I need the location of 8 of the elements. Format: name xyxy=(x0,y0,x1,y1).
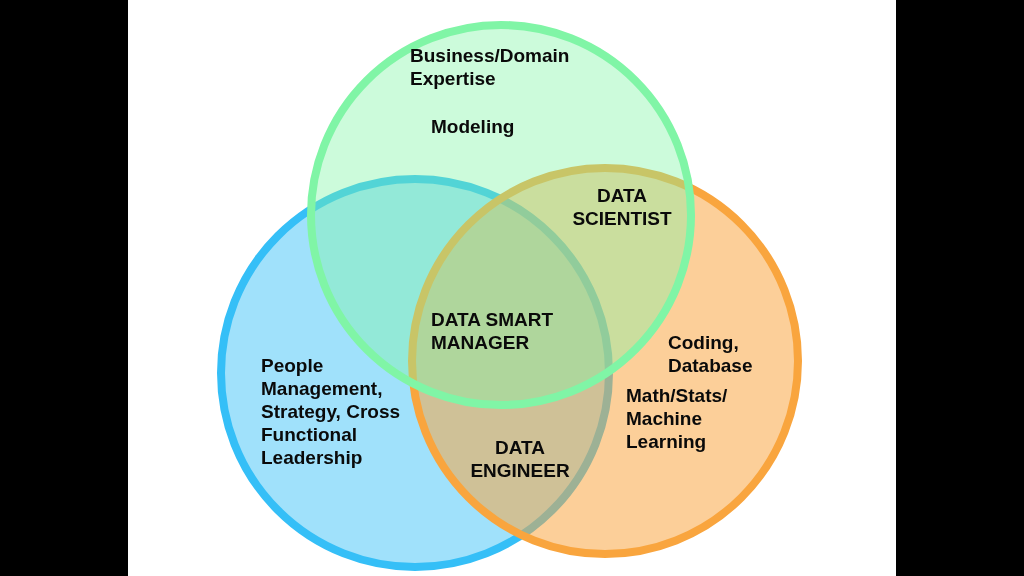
role-label: DATA ENGINEER xyxy=(469,436,571,482)
area-label: Business/Domain Expertise xyxy=(410,44,571,90)
area-label: Math/Stats/ Machine Learning xyxy=(626,384,729,453)
area-label: People Management, Strategy, Cross Functional Leadership xyxy=(261,354,402,469)
area-label: Modeling xyxy=(431,115,516,138)
role-label: DATA SMART MANAGER xyxy=(431,308,555,354)
area-label: Coding, Database xyxy=(668,331,754,377)
role-label: DATA SCIENTIST xyxy=(571,184,673,230)
